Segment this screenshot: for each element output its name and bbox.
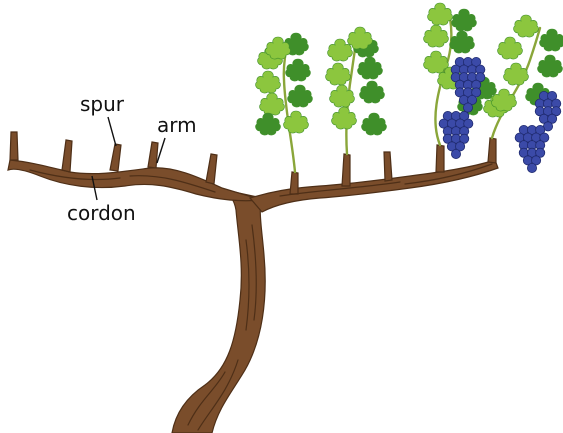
grape-leaf-icon [498,37,523,59]
spur-pointer-line [108,117,116,146]
grape-leaf-icon [538,55,563,77]
grape-leaves [256,3,563,135]
spur-label: spur [80,92,125,116]
spur [62,140,72,172]
spur [148,142,158,168]
grape-leaf-icon [504,63,529,85]
grape-leaf-icon [286,59,311,81]
spur [110,144,121,171]
cordon-label: cordon [67,201,136,225]
grape-leaf-icon [288,85,313,107]
grape-leaf-icon [424,25,449,47]
spur [342,154,350,186]
grape-leaf-icon [540,29,563,51]
grape-leaf-icon [452,9,477,31]
grape-leaf-icon [260,93,285,115]
grape-cluster-icon [515,125,549,172]
spur [206,154,217,184]
grape-leaf-icon [326,63,351,85]
arm-pointer-line [157,138,165,163]
spur [436,145,444,172]
cordon-left [8,160,262,201]
grape-leaf-icon [428,3,453,25]
cordon-right [250,160,498,212]
spur [290,172,298,194]
arm-label: arm [157,113,197,137]
grape-leaf-icon [256,71,281,93]
spur [10,132,18,160]
grape-leaf-icon [330,85,355,107]
spur [384,152,392,181]
trunk [172,189,265,433]
grape-leaf-icon [256,113,281,135]
grape-leaf-icon [332,107,357,129]
grape-leaf-icon [358,57,383,79]
spur [488,138,496,163]
grape-leaf-icon [360,81,385,103]
grape-leaf-icon [514,15,539,37]
grape-leaf-icon [362,113,387,135]
grapevine-trunk [8,132,498,433]
grape-leaf-icon [450,31,475,53]
